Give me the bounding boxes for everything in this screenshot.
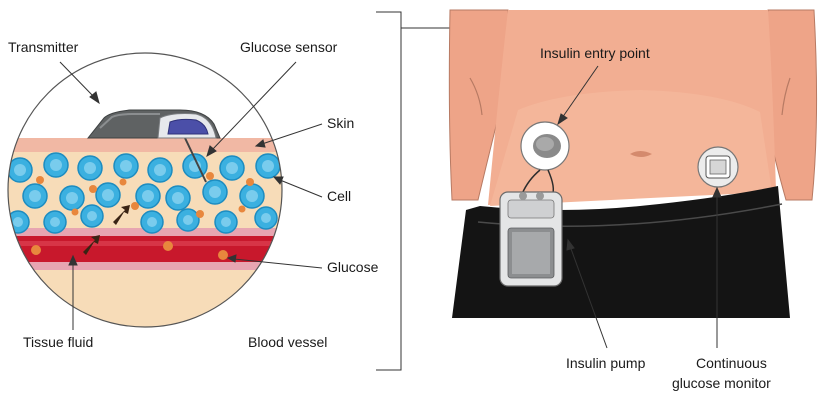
- blood-vessel: [0, 236, 300, 262]
- label-insulin-pump: Insulin pump: [566, 355, 646, 371]
- cgm-device: [698, 147, 738, 187]
- label-insulin-entry-point: Insulin entry point: [540, 45, 650, 61]
- insulin-pump-device: [500, 192, 562, 286]
- label-transmitter: Transmitter: [8, 39, 79, 55]
- label-cell: Cell: [327, 188, 351, 204]
- insulin-entry-patch: [521, 122, 569, 170]
- skin-layer: [0, 138, 300, 152]
- label-skin: Skin: [327, 115, 354, 131]
- label-tissue-fluid: Tissue fluid: [23, 334, 93, 350]
- label-cgm-line1: Continuous: [696, 355, 767, 371]
- label-glucose: Glucose: [327, 259, 379, 275]
- label-blood-vessel: Blood vessel: [248, 334, 327, 350]
- label-cgm-line2: glucose monitor: [672, 375, 771, 391]
- bracket-connector: [376, 12, 401, 370]
- label-glucose-sensor: Glucose sensor: [240, 39, 338, 55]
